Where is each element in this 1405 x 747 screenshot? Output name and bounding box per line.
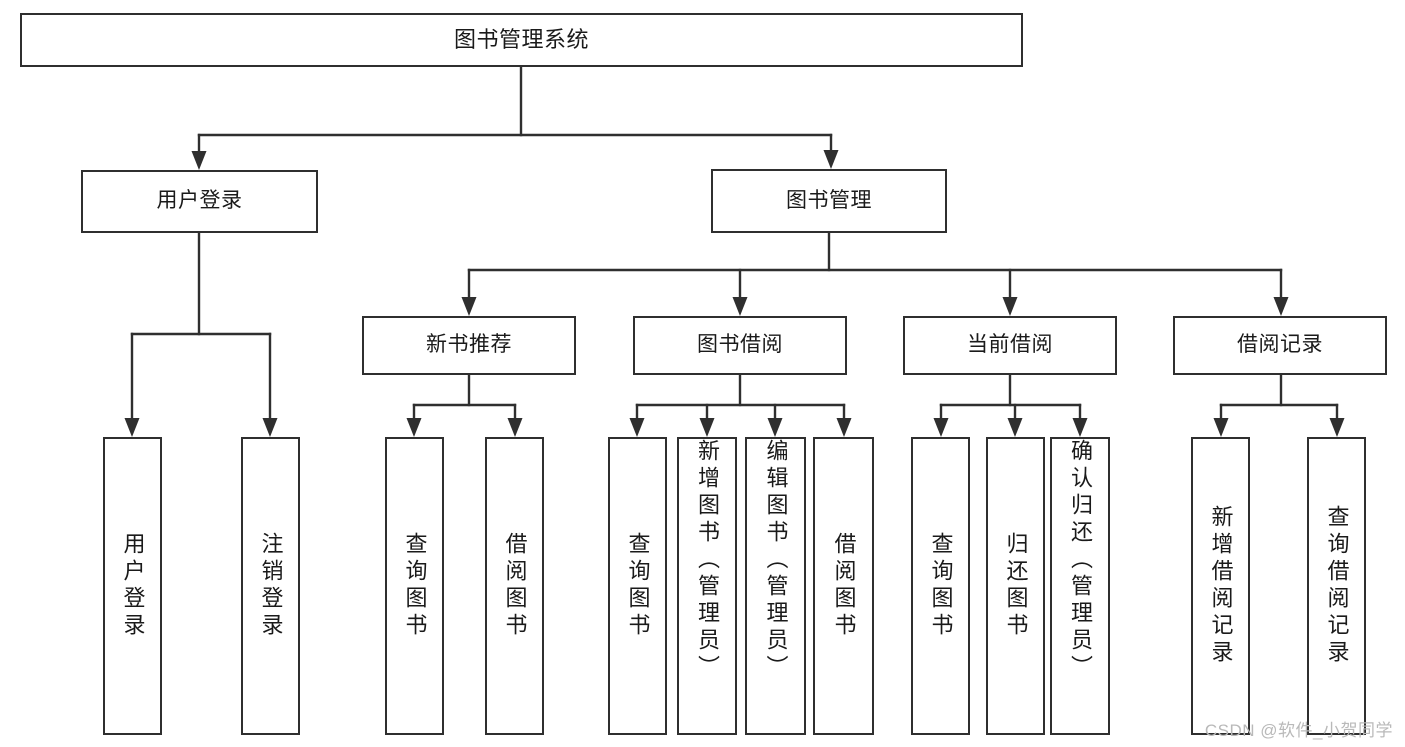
node-leaf-user-login[interactable]: 用户登录 xyxy=(103,437,162,735)
node-leaf-add-borrow-record[interactable]: 新增借阅记录 xyxy=(1191,437,1250,735)
node-new-book-recommend[interactable]: 新书推荐 xyxy=(362,316,576,375)
connector-drop-new-book-recommend xyxy=(461,268,477,316)
node-label-leaf-borrow-book: 借阅图书 xyxy=(831,532,857,640)
node-label-user-login: 用户登录 xyxy=(156,189,243,213)
node-user-login[interactable]: 用户登录 xyxy=(81,170,318,233)
watermark: CSDN @软件_小贺同学 xyxy=(1204,721,1393,740)
connector-drop-return-book xyxy=(1007,403,1023,437)
node-book-management[interactable]: 图书管理 xyxy=(711,169,947,233)
node-label-leaf-query-borrow-record: 查询借阅记录 xyxy=(1324,505,1350,667)
node-leaf-borrow-book[interactable]: 借阅图书 xyxy=(813,437,874,735)
connector-drop-borrow-book-recommend xyxy=(507,403,523,437)
connector-drop-edit-book-admin xyxy=(767,403,783,437)
node-leaf-logout[interactable]: 注销登录 xyxy=(241,437,300,735)
node-leaf-edit-book-admin[interactable]: 编辑图书（管理员） xyxy=(745,437,806,735)
node-label-leaf-return-book: 归还图书 xyxy=(1003,532,1029,640)
node-root[interactable]: 图书管理系统 xyxy=(20,13,1023,67)
node-label-leaf-logout: 注销登录 xyxy=(258,532,284,640)
node-label-leaf-query-book-borrow: 查询图书 xyxy=(625,532,651,640)
connector-drop-query-book-recommend xyxy=(406,403,422,437)
connector-drop-current-borrow xyxy=(1002,268,1018,316)
node-label-leaf-user-login: 用户登录 xyxy=(120,532,146,640)
node-label-current-borrow: 当前借阅 xyxy=(967,333,1053,357)
node-leaf-return-book[interactable]: 归还图书 xyxy=(986,437,1045,735)
node-borrow-record[interactable]: 借阅记录 xyxy=(1173,316,1387,375)
node-label-leaf-query-book-current: 查询图书 xyxy=(928,532,954,640)
node-leaf-query-book-current[interactable]: 查询图书 xyxy=(911,437,970,735)
connector-drop-borrow-book xyxy=(836,403,852,437)
node-leaf-query-borrow-record[interactable]: 查询借阅记录 xyxy=(1307,437,1366,735)
node-leaf-query-book-recommend[interactable]: 查询图书 xyxy=(385,437,444,735)
node-label-leaf-add-borrow-record: 新增借阅记录 xyxy=(1208,505,1234,667)
connector-drop-leaf-logout xyxy=(262,332,278,437)
connector-drop-add-borrow-record xyxy=(1213,403,1229,437)
connector-drop-confirm-return-admin xyxy=(1072,403,1088,437)
node-label-book-borrow: 图书借阅 xyxy=(697,333,783,357)
connector-drop-book-borrow xyxy=(732,268,748,316)
connector-drop-user-login xyxy=(191,133,207,170)
node-label-new-book-recommend: 新书推荐 xyxy=(426,333,512,357)
node-leaf-confirm-return-admin[interactable]: 确认归还（管理员） xyxy=(1050,437,1110,735)
node-label-leaf-borrow-book-recommend: 借阅图书 xyxy=(502,532,528,640)
node-book-borrow[interactable]: 图书借阅 xyxy=(633,316,847,375)
node-label-book-management: 图书管理 xyxy=(786,188,872,212)
connector-drop-query-borrow-record xyxy=(1329,403,1345,437)
node-current-borrow[interactable]: 当前借阅 xyxy=(903,316,1117,375)
node-leaf-add-book-admin[interactable]: 新增图书（管理员） xyxy=(677,437,737,735)
connector-drop-borrow-record xyxy=(1273,268,1289,316)
node-label-leaf-edit-book-admin: 编辑图书（管理员） xyxy=(763,439,789,682)
node-leaf-query-book-borrow[interactable]: 查询图书 xyxy=(608,437,667,735)
node-label-leaf-confirm-return-admin: 确认归还（管理员） xyxy=(1068,439,1093,682)
node-label-borrow-record: 借阅记录 xyxy=(1237,333,1323,357)
node-leaf-borrow-book-recommend[interactable]: 借阅图书 xyxy=(485,437,544,735)
connector-drop-book-management xyxy=(823,133,839,169)
node-label-root: 图书管理系统 xyxy=(453,27,589,53)
connector-drop-add-book-admin xyxy=(699,403,715,437)
node-label-leaf-add-book-admin: 新增图书（管理员） xyxy=(695,439,720,682)
connector-drop-leaf-user-login xyxy=(124,332,140,437)
node-label-leaf-query-book-recommend: 查询图书 xyxy=(402,532,428,640)
connector-drop-query-book-current xyxy=(933,403,949,437)
connector-drop-query-book-borrow xyxy=(629,403,645,437)
